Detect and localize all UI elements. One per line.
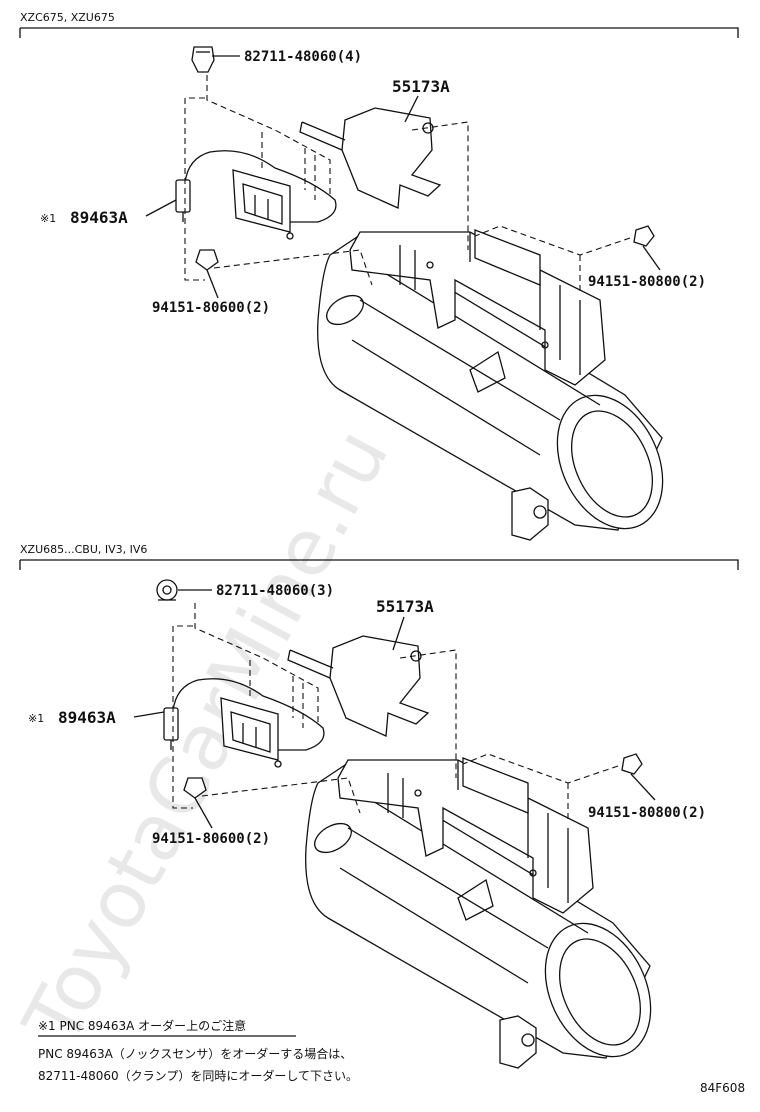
section-2-frame (19, 559, 739, 570)
label-sensor: 89463A (70, 208, 128, 227)
label-bracket: 55173A (376, 597, 434, 616)
label-clamp: 82711-48060(3) (216, 583, 334, 599)
clamp-icon (156, 579, 178, 601)
figure-code: 84F608 (700, 1081, 745, 1095)
note-title: ※1 PNC 89463A オーダー上のご注意 (38, 1018, 246, 1033)
label-nut-right: 94151-80800(2) (588, 805, 706, 821)
section-2: XZU685...CBU, IV3, IV6 82711-48060(3) 55… (19, 543, 739, 1075)
order-note: ※1 PNC 89463A オーダー上のご注意 PNC 89463A（ノックスセ… (38, 1018, 358, 1083)
watermark: ToyotaCarMine.ru (7, 415, 407, 1060)
section-1: XZC675, XZU675 82711-48060(4) 55173A ※1 … (19, 11, 739, 547)
label-sensor-mark: ※1 (40, 212, 56, 225)
label-nut-left: 94151-80600(2) (152, 300, 270, 316)
clamp-icon (191, 46, 215, 73)
section-2-header: XZU685...CBU, IV3, IV6 (20, 543, 147, 556)
label-bracket: 55173A (392, 77, 450, 96)
label-sensor-mark: ※1 (28, 712, 44, 725)
section-1-header: XZC675, XZU675 (20, 11, 115, 24)
label-clamp: 82711-48060(4) (244, 49, 362, 65)
label-nut-left: 94151-80600(2) (152, 831, 270, 847)
section-1-frame (19, 27, 739, 38)
note-line-2: 82711-48060（クランプ）を同時にオーダーして下さい。 (38, 1068, 358, 1083)
note-line-1: PNC 89463A（ノックスセンサ）をオーダーする場合は、 (38, 1046, 352, 1061)
label-nut-right: 94151-80800(2) (588, 274, 706, 290)
label-sensor: 89463A (58, 708, 116, 727)
